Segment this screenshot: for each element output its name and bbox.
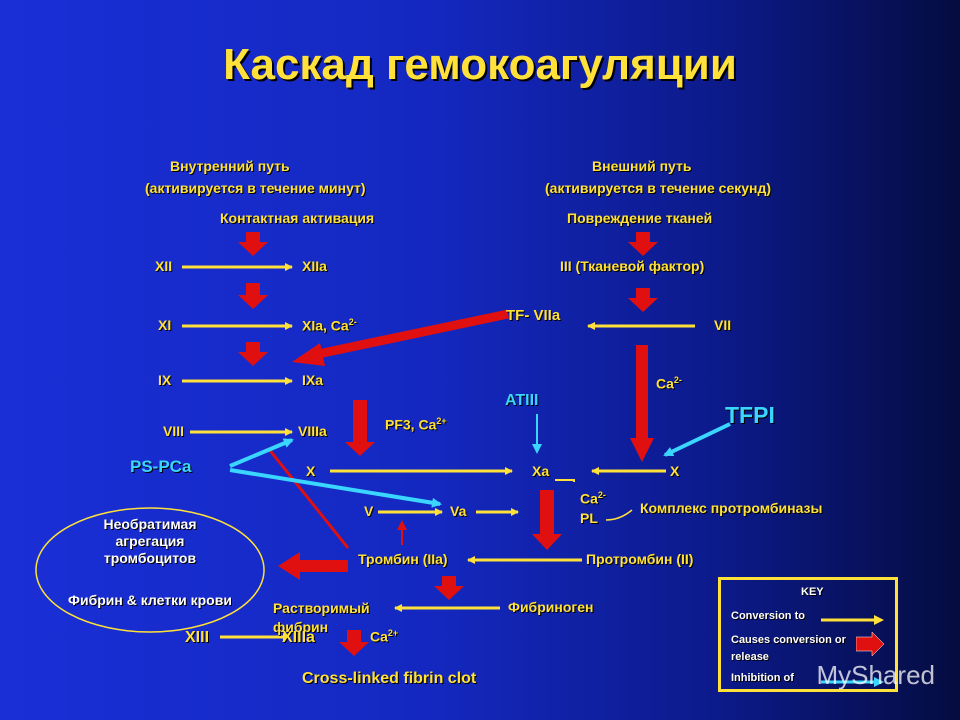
soluble-fibrin-label: Растворимый фибрин (273, 600, 370, 635)
factor-va: Va (450, 503, 467, 519)
contact-activation: Контактная активация (220, 210, 375, 226)
factor-v: V (364, 503, 374, 519)
factor-x-left: X (306, 463, 316, 479)
extrinsic-heading: Внешний путь (592, 158, 692, 174)
factor-xiia: XIIa (302, 258, 327, 274)
key-conversion-arrow (821, 615, 884, 625)
tfpi-label: TFPI (725, 402, 775, 428)
atiii-label: ATIII (505, 392, 539, 409)
thrombin-label: Тромбин (IIa) (358, 551, 448, 567)
factor-viii: VIII (163, 423, 185, 439)
watermark: MyShared (816, 660, 936, 690)
extrinsic-subheading: (активируется в течение секунд) (545, 180, 772, 196)
page-title: Каскад гемокоагуляции (223, 40, 737, 89)
factor-xa: Xa (532, 463, 550, 479)
clot-label: Cross-linked fibrin clot (302, 670, 477, 687)
factor-xiiia: XIIIa (282, 629, 315, 646)
factor-vii: VII (714, 317, 732, 333)
ca-xiii: Ca2+ (370, 628, 399, 645)
prothrombin-label: Протромбин (II) (586, 551, 694, 567)
tissue-factor: III (Тканевой фактор) (560, 258, 705, 274)
key-conversion: Conversion to (731, 610, 805, 622)
arrow-pspca-viiia (229, 438, 294, 468)
complex-pointer (605, 509, 633, 521)
intrinsic-subheading: (активируется в течение минут) (145, 180, 366, 196)
key-causes: Causes conversion or release (731, 634, 846, 663)
pl-label: PL (580, 510, 598, 526)
factor-ixa: IXa (302, 372, 324, 388)
key-title: KEY (801, 586, 824, 598)
legend-key: KEY Conversion to Causes conversion or r… (718, 577, 898, 692)
factor-viiia: VIIIa (298, 423, 327, 439)
arrow-pspca-va (229, 468, 442, 508)
pspca-label: PS-PCa (130, 457, 192, 476)
arrow-tfviia-ixa (317, 309, 509, 359)
factor-xia: XIa, Ca2- (302, 317, 357, 334)
tissue-damage: Повреждение тканей (567, 210, 713, 226)
factor-xiii: XIII (185, 629, 210, 646)
bracket-xa (555, 479, 575, 482)
factor-ix: IX (158, 372, 172, 388)
ca-complex: Ca2- (580, 490, 606, 507)
factor-x-right: X (670, 463, 680, 479)
key-inhibition: Inhibition of (731, 672, 794, 684)
ca-extrinsic: Ca2- (656, 375, 682, 392)
factor-xi: XI (158, 317, 172, 333)
platelet-ellipse (35, 507, 265, 633)
factor-xii: XII (155, 258, 173, 274)
pf3-ca: PF3, Ca2+ (385, 416, 447, 433)
key-inhibition-arrow (821, 677, 884, 687)
fibrinogen-label: Фибриноген (508, 599, 594, 615)
prothrombinase-label: Комплекс протромбиназы (640, 500, 823, 516)
intrinsic-heading: Внутренний путь (170, 158, 290, 174)
arrow-thrombin-viiia (266, 447, 350, 549)
red-block-arrows (238, 232, 658, 656)
key-causes-arrow (856, 632, 885, 656)
arrow-tfpi-x (663, 422, 731, 457)
platelet-aggregation-text: Необратимая агрегация тромбоцитов (103, 516, 197, 566)
tf-viia: TF- VIIa (506, 307, 561, 324)
fibrin-cells-text: Фибрин & клетки крови (68, 592, 232, 608)
